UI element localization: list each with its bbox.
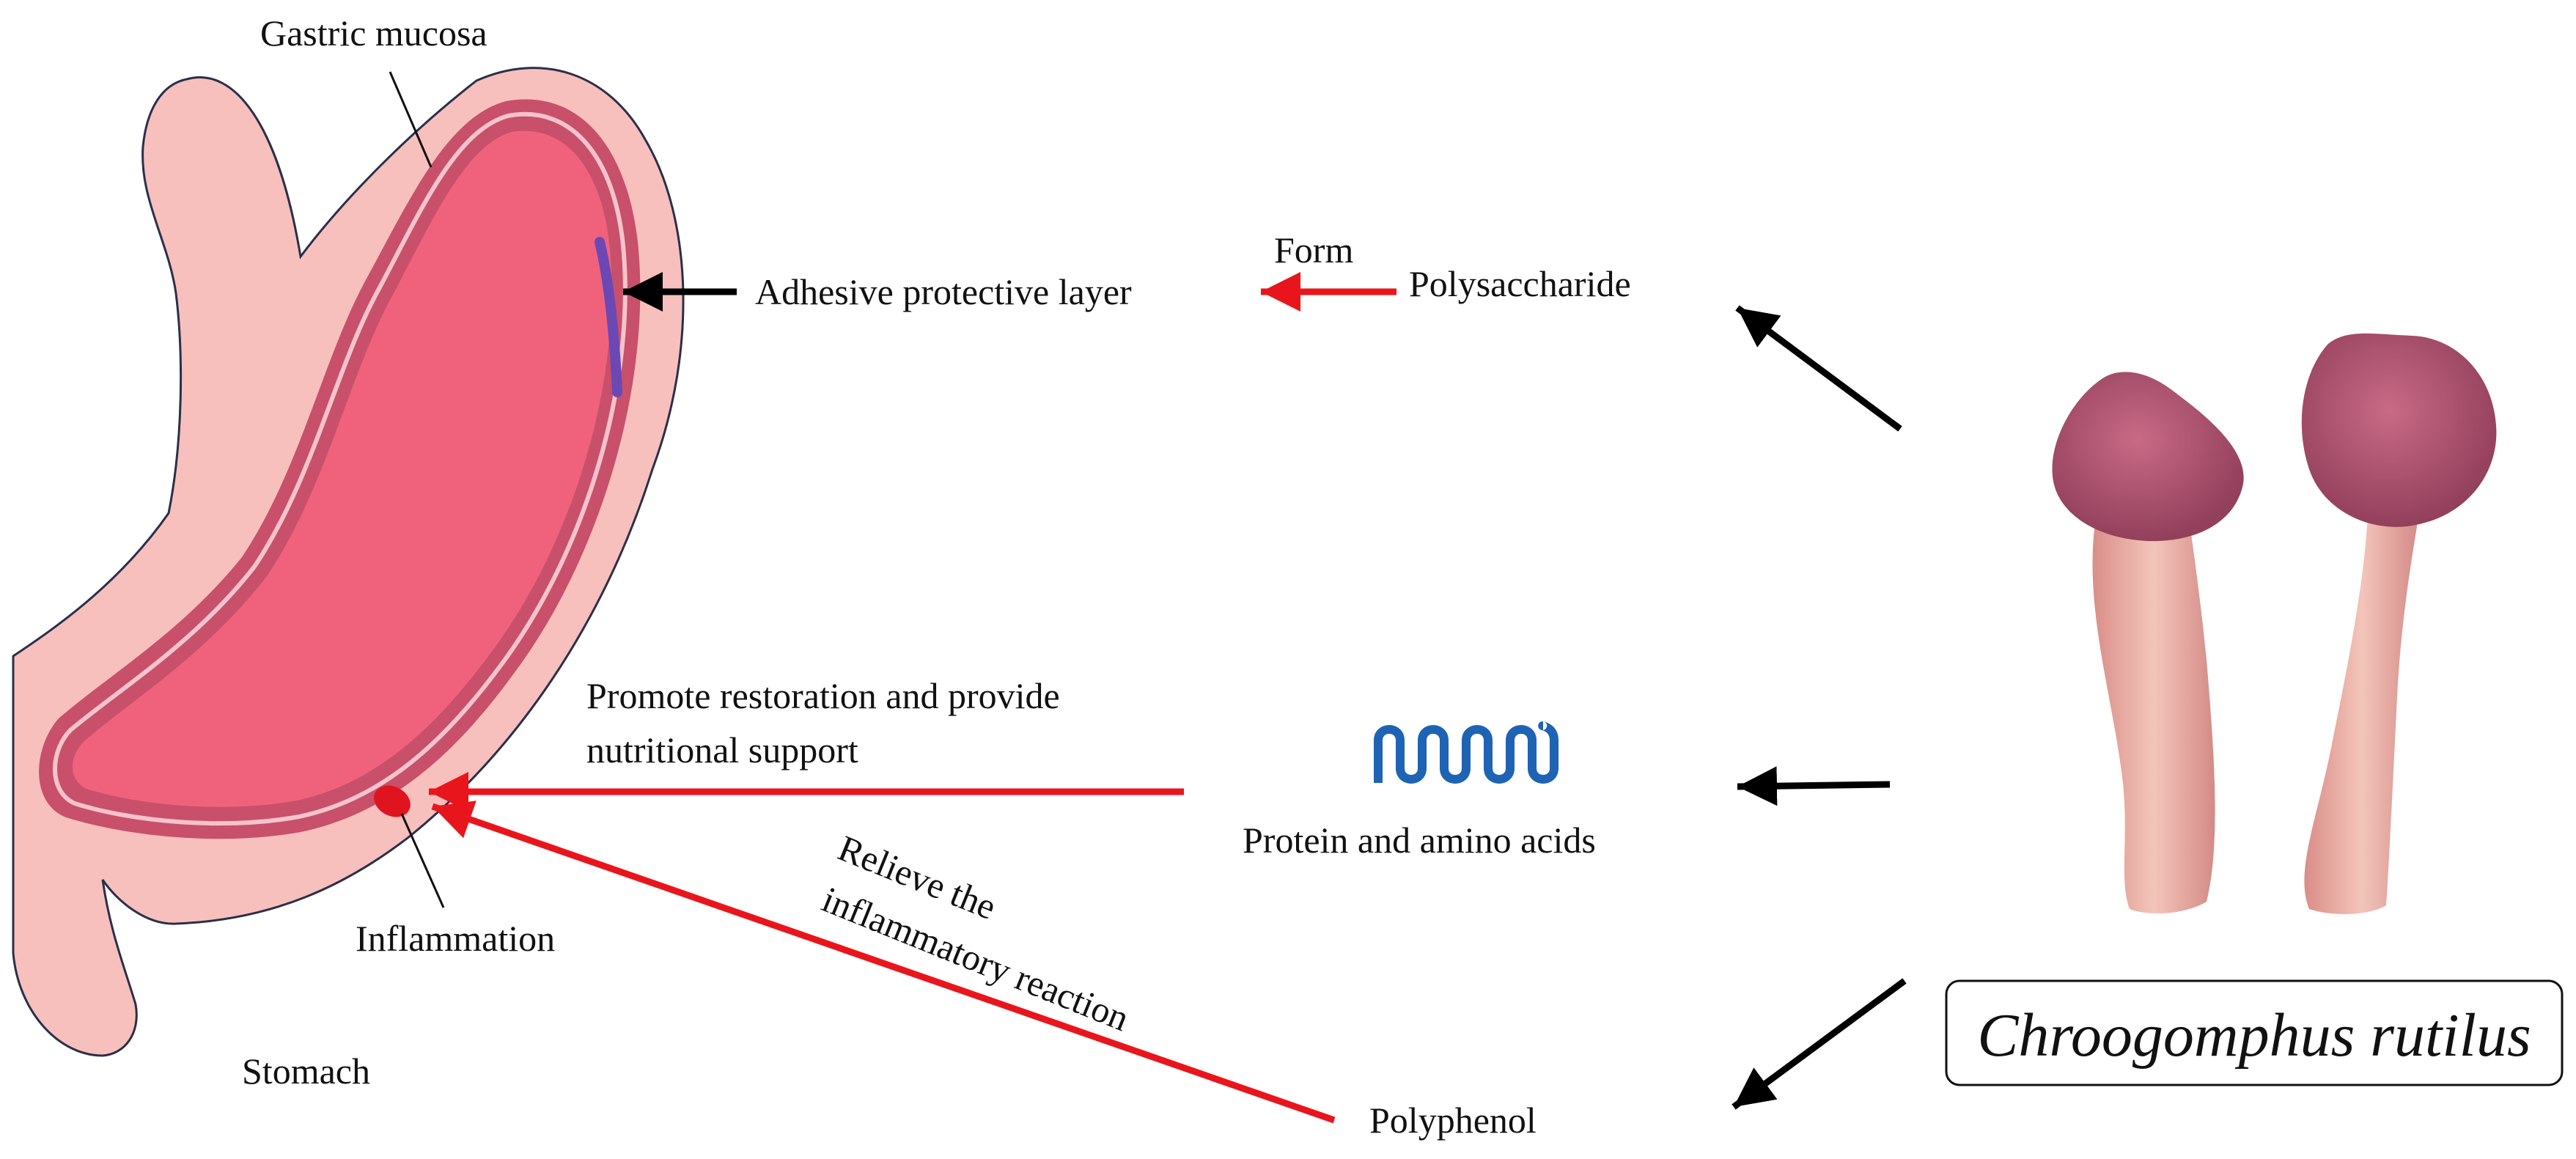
- adhesive-protective-layer-label: Adhesive protective layer: [755, 271, 1132, 312]
- promote-label-line2: nutritional support: [586, 729, 858, 770]
- mushroom-to-polyphenol-arrow: [1732, 978, 1907, 1110]
- species-label-box: [1945, 979, 2564, 1086]
- mushroom-to-polysaccharide-arrow: [1735, 305, 1902, 432]
- form-label: Form: [1274, 229, 1353, 271]
- arrows: [429, 272, 1907, 1124]
- polyphenol-to-inflammation-arrow: [431, 801, 1336, 1124]
- polyphenol-label: Polyphenol: [1369, 1100, 1537, 1141]
- mushroom-left-stem: [2092, 509, 2215, 913]
- stomach-label: Stomach: [242, 1051, 370, 1092]
- gastric-mucosa-label: Gastric mucosa: [260, 12, 487, 54]
- inflammation-spot: [374, 785, 411, 817]
- mushroom-right-cap: [2301, 333, 2497, 527]
- gastric-mucosa-leader: [389, 71, 433, 168]
- mushroom-photo: [2052, 333, 2497, 914]
- mushroom-right-stem: [2304, 513, 2419, 914]
- stomach-illustration: [12, 67, 685, 1057]
- protein-amino-acids-label: Protein and amino acids: [1243, 820, 1596, 861]
- mushroom-to-protein-arrow: [1737, 766, 1891, 806]
- mushroom-left-cap: [2052, 372, 2244, 542]
- inflammation-label: Inflammation: [356, 918, 555, 959]
- stomach-lumen: [73, 130, 612, 807]
- inflammation-leader: [400, 813, 445, 908]
- promote-label-line1: Promote restoration and provide: [586, 675, 1060, 716]
- species-name-label: Chroogomphus rutilus: [1977, 1001, 2531, 1070]
- protein-wave-icon: [1374, 721, 1559, 784]
- polysaccharide-label: Polysaccharide: [1409, 263, 1631, 304]
- adhesive-protective-layer: [595, 237, 622, 397]
